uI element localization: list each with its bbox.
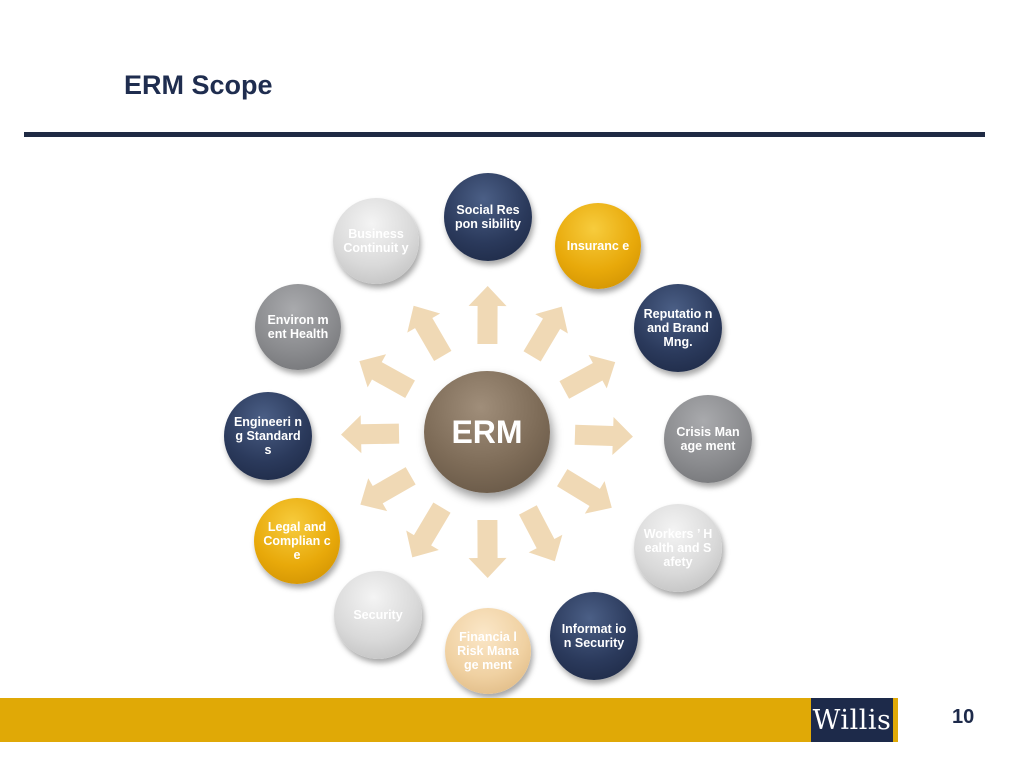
node-workers-health-safety: Workers ’ Health and Safety	[634, 504, 722, 592]
node-legal-compliance: Legal and Complian ce	[254, 498, 340, 584]
node-reputation-brand: Reputatio n and Brand Mng.	[634, 284, 722, 372]
arrow-to-engineering	[341, 415, 400, 454]
node-information-security: Informat ion Security	[550, 592, 638, 680]
node-social-responsibility: Social Respon sibility	[444, 173, 532, 261]
arrow-to-reputation	[559, 355, 616, 399]
arrow-to-information	[519, 505, 563, 562]
node-security: Security	[334, 571, 422, 659]
node-insurance: Insuranc e	[555, 203, 641, 289]
title-rule	[24, 132, 985, 137]
arrow-to-social	[468, 286, 507, 345]
willis-logo: Willis	[811, 698, 893, 742]
slide-title: ERM Scope	[124, 70, 273, 100]
arrow-to-legal	[360, 467, 416, 512]
arrow-to-crisis	[574, 416, 633, 455]
node-engineering-standards: Engineeri ng Standard s	[224, 392, 312, 480]
arrow-to-financial	[468, 519, 507, 578]
arrow-to-security	[406, 502, 451, 558]
arrow-to-environment	[359, 354, 415, 399]
node-business-continuity: Business Continuit y	[333, 198, 419, 284]
arrow-to-workers	[557, 469, 612, 514]
page-number: 10	[952, 706, 975, 728]
node-environment-health: Environ ment Health	[255, 284, 341, 370]
arrow-to-insurance	[523, 306, 568, 362]
node-financial-risk: Financia l Risk Manage ment	[445, 608, 531, 694]
footer-bar	[0, 698, 898, 742]
arrow-to-business	[407, 305, 452, 361]
node-crisis-management: Crisis Manage ment	[664, 395, 752, 483]
center-node-erm: ERM	[424, 371, 550, 493]
